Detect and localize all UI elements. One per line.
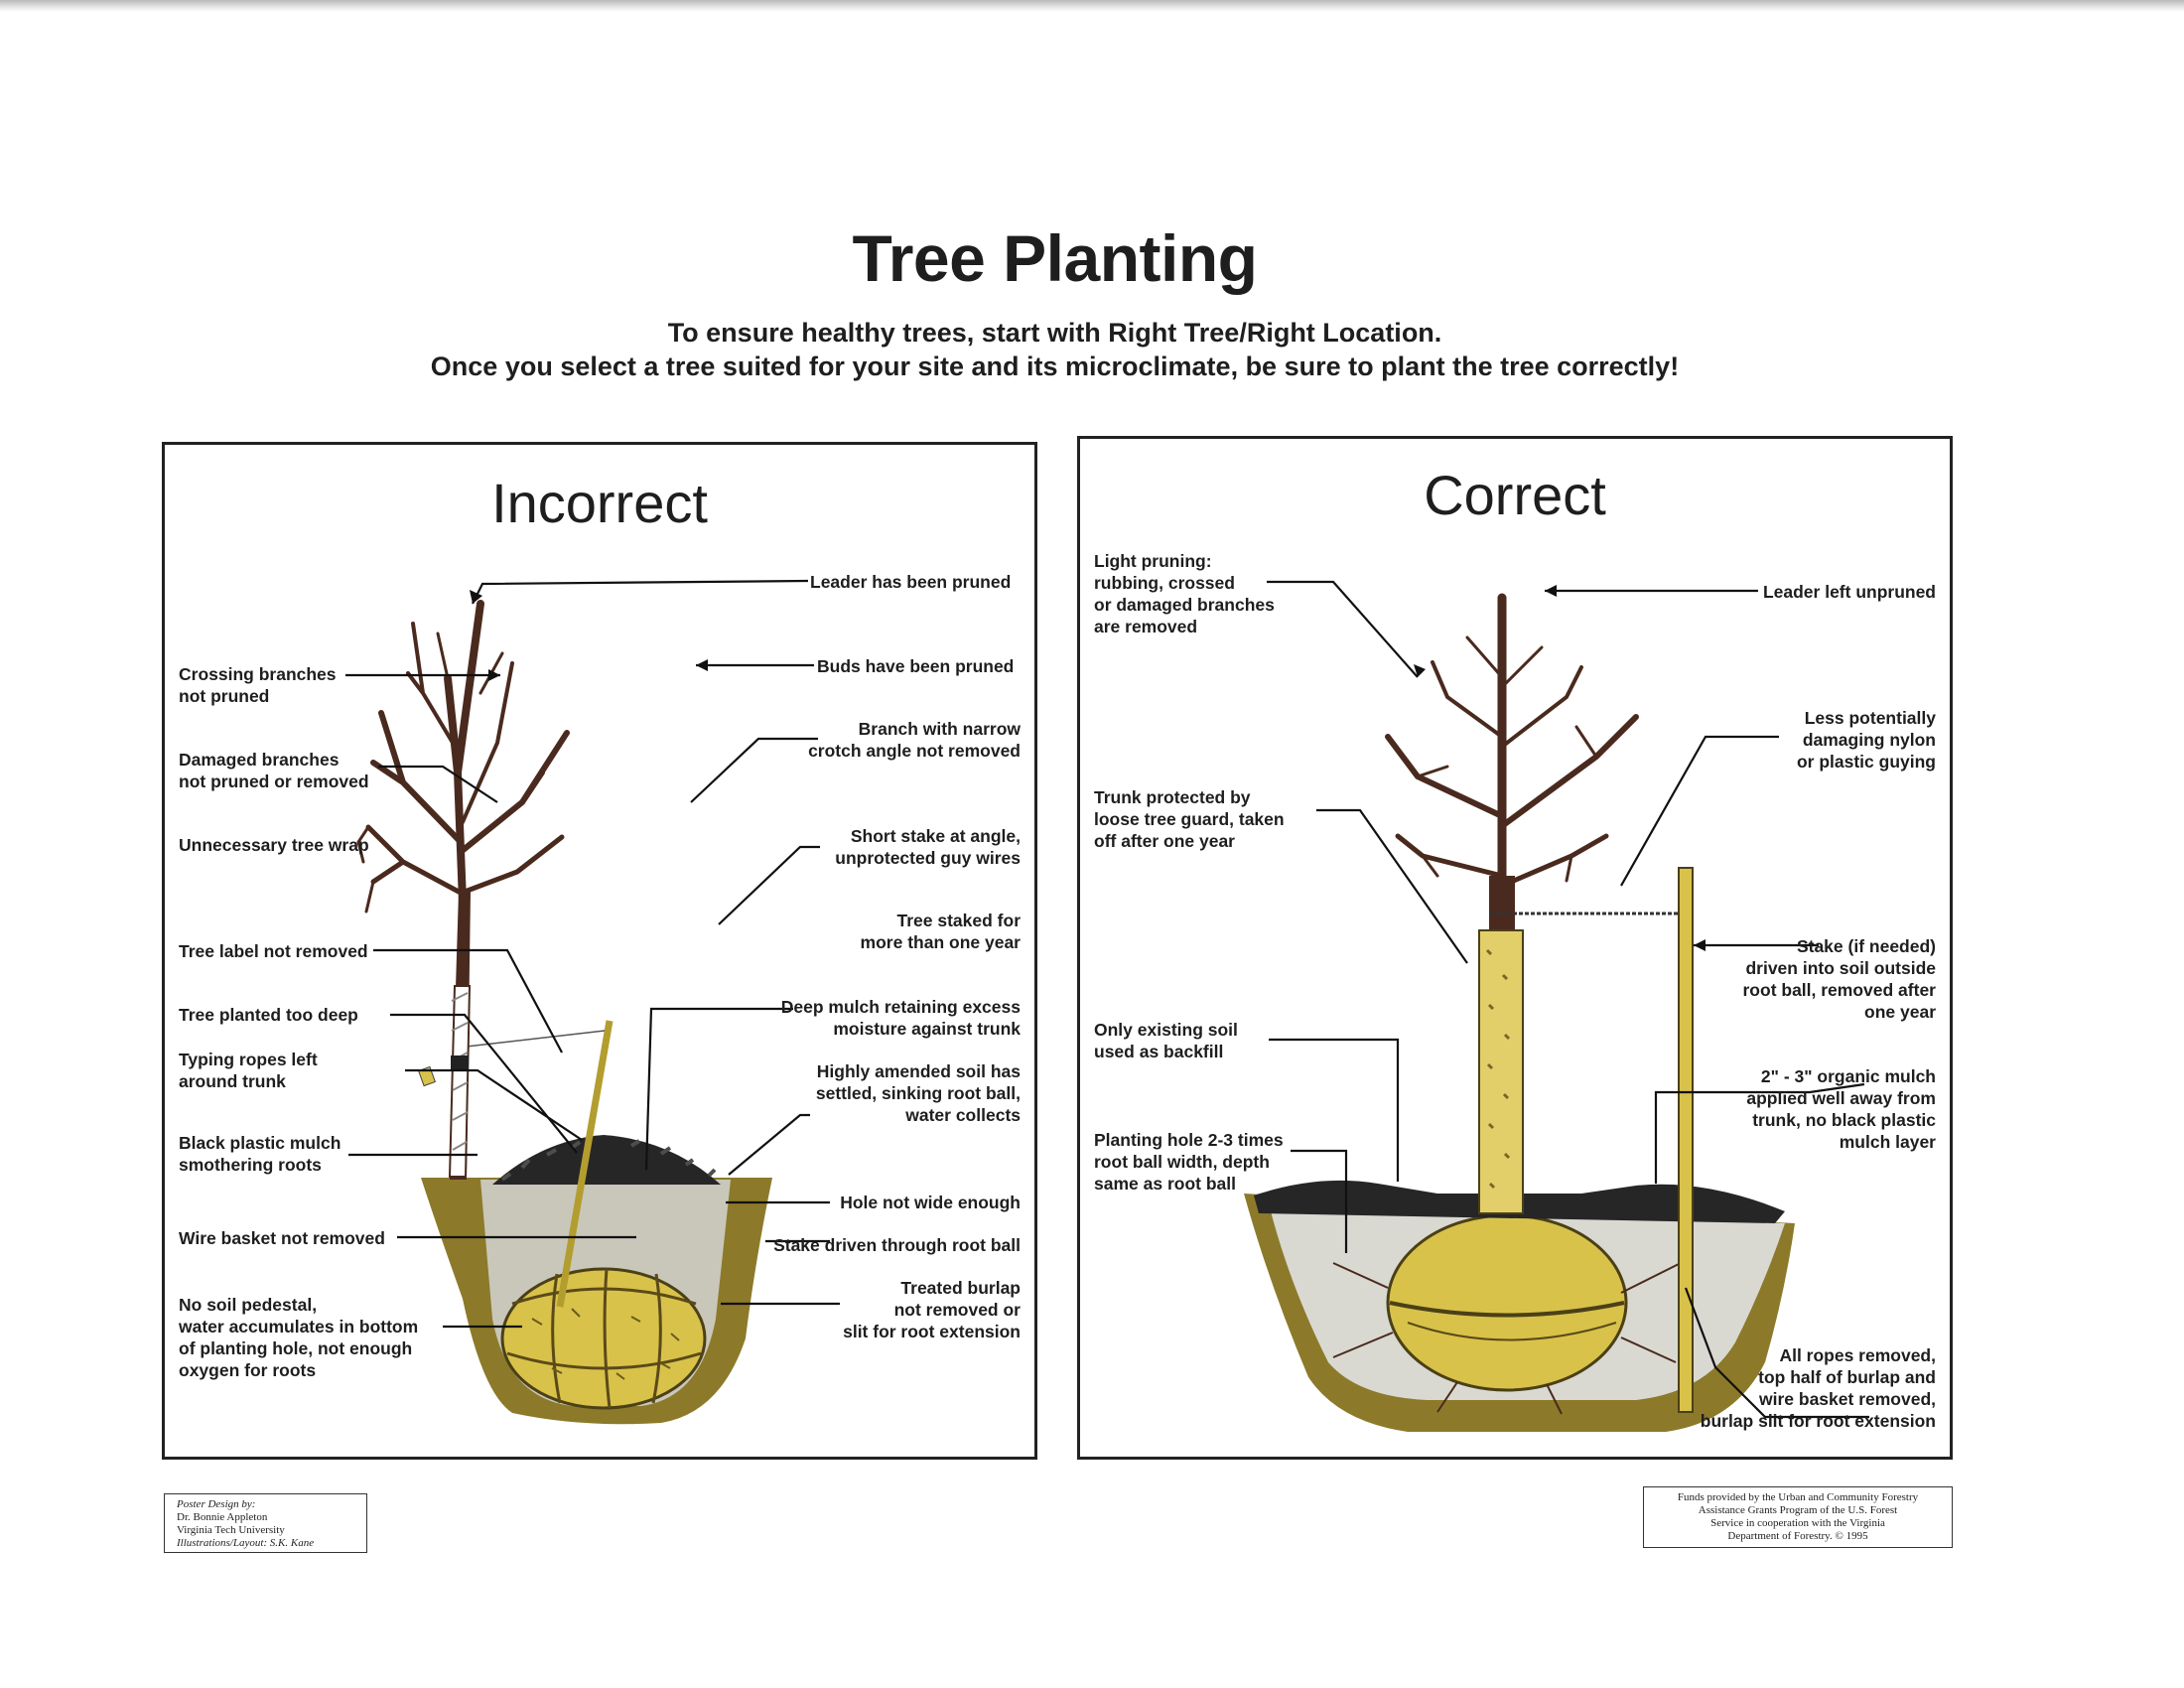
poster-design-credit: Poster Design by: Dr. Bonnie Appleton Vi… bbox=[164, 1493, 367, 1553]
label-ropes-2: around trunk bbox=[179, 1071, 286, 1091]
incorrect-heading: Incorrect bbox=[491, 472, 708, 534]
label-organic-mulch-2: applied well away from bbox=[1746, 1088, 1936, 1108]
correct-branches bbox=[1385, 593, 1639, 911]
label-pedestal-2: water accumulates in bottom bbox=[179, 1317, 419, 1336]
label-stake-3: root ball, removed after bbox=[1742, 980, 1937, 1000]
label-tree-guard-1: Trunk protected by bbox=[1094, 787, 1251, 807]
label-amended-1: Highly amended soil has bbox=[816, 1061, 1021, 1081]
page-title: Tree Planting bbox=[852, 221, 1258, 295]
incorrect-callout-lines bbox=[345, 579, 840, 1329]
label-organic-mulch-1: 2" - 3" organic mulch bbox=[1760, 1066, 1936, 1086]
correct-stake bbox=[1678, 867, 1694, 1413]
incorrect-mulch-mound bbox=[492, 1135, 721, 1185]
label-light-pruning-1: Light pruning: bbox=[1094, 551, 1212, 571]
credit-design-line-4: Illustrations/Layout: S.K. Kane bbox=[177, 1537, 315, 1549]
label-too-deep: Tree planted too deep bbox=[179, 1005, 358, 1025]
label-leader-pruned: Leader has been pruned bbox=[810, 572, 1012, 592]
credit-funds-line-4: Department of Forestry. © 1995 bbox=[1727, 1530, 1868, 1542]
label-staked-1: Tree staked for bbox=[896, 911, 1022, 930]
incorrect-panel: Incorrect bbox=[162, 442, 1037, 1460]
correct-tree-guard bbox=[1478, 929, 1524, 1214]
funding-credit: Funds provided by the Urban and Communit… bbox=[1643, 1486, 1953, 1548]
label-ropes-removed-4: burlap slit for root extension bbox=[1700, 1411, 1936, 1431]
label-light-pruning-2: rubbing, crossed bbox=[1094, 573, 1235, 593]
correct-heading: Correct bbox=[1424, 464, 1606, 526]
label-organic-mulch-3: trunk, no black plastic bbox=[1752, 1110, 1936, 1130]
label-amended-2: settled, sinking root ball, bbox=[815, 1083, 1021, 1103]
label-narrow-crotch-2: crotch angle not removed bbox=[808, 741, 1021, 761]
label-ropes-removed-3: wire basket removed, bbox=[1759, 1389, 1936, 1409]
incorrect-tree-label bbox=[417, 1065, 437, 1087]
label-tree-guard-2: loose tree guard, taken bbox=[1094, 809, 1285, 829]
label-narrow-crotch-1: Branch with narrow bbox=[858, 719, 1021, 739]
label-pedestal-4: oxygen for roots bbox=[179, 1360, 317, 1380]
label-pedestal-3: of planting hole, not enough bbox=[179, 1338, 413, 1358]
label-ropes-removed-2: top half of burlap and bbox=[1758, 1367, 1936, 1387]
label-guying-3: or plastic guying bbox=[1796, 752, 1936, 772]
label-staked-2: more than one year bbox=[860, 932, 1021, 952]
label-pedestal-1: No soil pedestal, bbox=[179, 1295, 318, 1315]
label-crossing-2: not pruned bbox=[179, 686, 270, 706]
label-stake-2: driven into soil outside bbox=[1745, 958, 1936, 978]
incorrect-short-stake bbox=[556, 1020, 614, 1308]
incorrect-trunk bbox=[448, 892, 472, 1180]
credit-design-line-2: Dr. Bonnie Appleton bbox=[177, 1511, 268, 1523]
label-burlap-2: not removed or bbox=[893, 1300, 1021, 1320]
correct-arrowheads bbox=[1414, 585, 1706, 951]
label-burlap-3: slit for root extension bbox=[843, 1322, 1021, 1341]
credit-funds-line-1: Funds provided by the Urban and Communit… bbox=[1677, 1491, 1919, 1503]
subtitle-line-1: To ensure healthy trees, start with Righ… bbox=[667, 318, 1442, 348]
label-tree-label: Tree label not removed bbox=[179, 941, 368, 961]
label-damaged-2: not pruned or removed bbox=[179, 772, 369, 791]
incorrect-root-ball bbox=[500, 1267, 707, 1410]
label-crossing-1: Crossing branches bbox=[179, 664, 337, 684]
label-planting-hole-2: root ball width, depth bbox=[1094, 1152, 1270, 1172]
label-ropes-1: Typing ropes left bbox=[179, 1050, 318, 1069]
credit-funds-line-2: Assistance Grants Program of the U.S. Fo… bbox=[1698, 1504, 1898, 1516]
label-damaged-1: Damaged branches bbox=[179, 750, 340, 770]
label-wire-basket: Wire basket not removed bbox=[179, 1228, 385, 1248]
label-black-plastic-2: smothering roots bbox=[179, 1155, 322, 1175]
label-stake-through: Stake driven through root ball bbox=[773, 1235, 1021, 1255]
incorrect-arrowheads bbox=[470, 590, 708, 681]
label-tree-guard-3: off after one year bbox=[1094, 831, 1235, 851]
label-buds-pruned: Buds have been pruned bbox=[817, 656, 1015, 676]
scan-edge bbox=[0, 0, 2184, 12]
label-backfill-1: Only existing soil bbox=[1094, 1020, 1238, 1040]
correct-panel: Correct bbox=[1077, 436, 1953, 1460]
incorrect-planting-illustration bbox=[345, 579, 840, 1425]
label-deep-mulch-1: Deep mulch retaining excess bbox=[780, 997, 1021, 1017]
label-tree-wrap: Unnecessary tree wrap bbox=[179, 835, 369, 855]
label-organic-mulch-4: mulch layer bbox=[1839, 1132, 1936, 1152]
label-backfill-2: used as backfill bbox=[1094, 1042, 1224, 1061]
credit-design-line-1: Poster Design by: bbox=[177, 1498, 256, 1510]
correct-planting-illustration bbox=[1244, 580, 1869, 1432]
label-amended-3: water collects bbox=[905, 1105, 1021, 1125]
label-short-stake-1: Short stake at angle, bbox=[850, 826, 1021, 846]
label-black-plastic-1: Black plastic mulch bbox=[179, 1133, 341, 1153]
label-planting-hole-3: same as root ball bbox=[1094, 1174, 1236, 1194]
label-deep-mulch-2: moisture against trunk bbox=[833, 1019, 1021, 1039]
label-planting-hole-1: Planting hole 2-3 times bbox=[1094, 1130, 1284, 1150]
label-short-stake-2: unprotected guy wires bbox=[835, 848, 1021, 868]
incorrect-branches bbox=[356, 600, 570, 914]
label-leader-unpruned: Leader left unpruned bbox=[1762, 582, 1936, 602]
correct-callout-lines bbox=[1267, 580, 1869, 1419]
label-light-pruning-4: are removed bbox=[1094, 617, 1198, 636]
label-stake-1: Stake (if needed) bbox=[1796, 936, 1936, 956]
label-light-pruning-3: or damaged branches bbox=[1094, 595, 1275, 615]
incorrect-guy-wire bbox=[457, 1030, 606, 1049]
label-burlap-1: Treated burlap bbox=[900, 1278, 1021, 1298]
label-hole-narrow: Hole not wide enough bbox=[840, 1193, 1021, 1212]
credit-funds-line-3: Service in cooperation with the Virginia bbox=[1710, 1517, 1885, 1529]
credit-design-line-3: Virginia Tech University bbox=[177, 1524, 285, 1536]
label-ropes-removed-1: All ropes removed, bbox=[1779, 1345, 1936, 1365]
label-guying-1: Less potentially bbox=[1804, 708, 1936, 728]
subtitle-line-2: Once you select a tree suited for your s… bbox=[430, 352, 1680, 381]
label-guying-2: damaging nylon bbox=[1802, 730, 1936, 750]
label-stake-4: one year bbox=[1864, 1002, 1936, 1022]
